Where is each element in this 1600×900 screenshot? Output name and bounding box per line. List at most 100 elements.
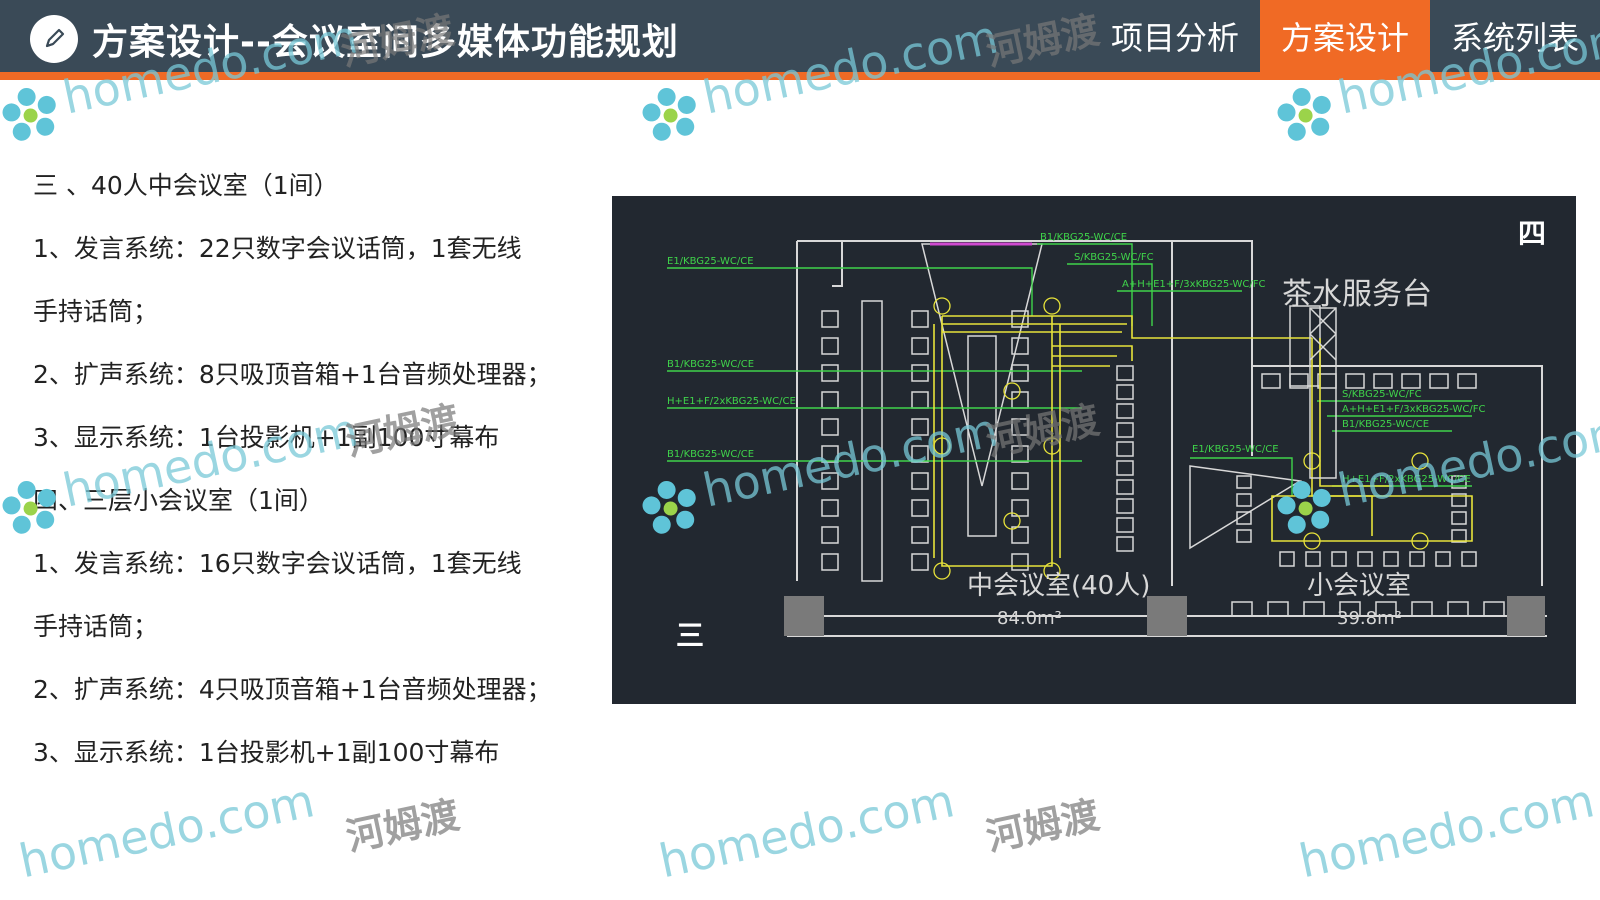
cable-label: B1/KBG25-WC/CE [1342,419,1429,430]
chair [1011,526,1029,544]
chair [1116,479,1134,495]
chair [1116,365,1134,381]
chair [1231,601,1253,617]
section-heading-mid-room: 三 、40人中会议室（1间） [33,171,339,200]
top-nav: 项目分析 方案设计 系统列表 [1090,0,1600,72]
ceiling-speaker [1043,437,1061,455]
mid-room-area: 84.0m² [997,608,1062,629]
spec-line: 2、扩声系统：4只吸顶音箱+1台音频处理器； [33,675,552,704]
chair [1236,475,1252,489]
floor-plan-drawing: 茶水服务台 中会议室(40人) 84.0m² 小会议室 39.8m² E1/KB… [612,196,1576,704]
chair [911,472,929,490]
small-room-label: 小会议室 [1307,571,1411,601]
watermark: 河姆渡 [981,784,1104,862]
homedo-flower-icon [1269,78,1343,155]
chair [1011,445,1029,463]
spec-line: 3、显示系统：1台投影机+1副100寸幕布 [33,423,500,452]
chair [821,472,839,490]
ceiling-speaker [1303,532,1321,550]
chair [1411,601,1433,617]
section-heading-small-room: 四、三层小会议室（1间） [33,486,324,515]
chair [821,526,839,544]
chair [1451,493,1467,507]
tea-service-label: 茶水服务台 [1282,277,1432,312]
cable-label: E1/KBG25-WC/CE [667,256,754,267]
chair [821,553,839,571]
mid-room-label: 中会议室(40人) [967,571,1150,601]
header-bar: 方案设计--会议室间多媒体功能规划 项目分析 方案设计 系统列表 [0,0,1600,72]
chair [1331,551,1347,567]
chair [1261,373,1281,389]
chair [1011,553,1029,571]
chair [1116,403,1134,419]
ceiling-speaker [1003,382,1021,400]
chair [1375,601,1397,617]
chair [1011,391,1029,409]
chair [1267,601,1289,617]
header-accent-stripe [0,72,1600,80]
chair [1011,472,1029,490]
chair [1116,498,1134,514]
watermark-brand: homedo.com [654,773,959,889]
ceiling-speaker [1043,297,1061,315]
chair [1461,551,1477,567]
chair [1451,511,1467,525]
chair [1451,529,1467,543]
drawing-marker-four: 四 [1517,217,1546,250]
ceiling-speaker [1411,532,1429,550]
chair [1357,551,1373,567]
chair [1116,517,1134,533]
ceiling-speaker [933,297,951,315]
chair [821,418,839,436]
homedo-flower-icon [0,78,68,155]
chair [1303,601,1325,617]
chair [1451,475,1467,489]
watermark: 河姆渡 [341,784,464,862]
cable-label: A+H+E1+F/3xKBG25-WC/FC [1342,404,1485,415]
watermark-cn: 河姆渡 [982,792,1104,860]
spec-line: 手持话筒； [33,297,159,326]
cable-label: H+E1+F/2xKBG25-WC/CE [1342,474,1471,485]
chair [1236,511,1252,525]
chair [1279,551,1295,567]
cable-label: B1/KBG25-WC/CE [667,359,754,370]
cable-label: H+E1+F/2xKBG25-WC/CE [667,396,796,407]
ceiling-speaker [1411,452,1429,470]
chair [821,499,839,517]
spec-line: 1、发言系统：16只数字会议话筒，1套无线 [33,549,522,578]
watermark: homedo.com [1294,773,1598,888]
chair [821,310,839,328]
chair [1483,601,1505,617]
chair [1116,536,1134,552]
cable-label: S/KBG25-WC/FC [1342,389,1422,400]
page-title: 方案设计--会议室间多媒体功能规划 [92,22,679,63]
chair [1457,373,1477,389]
chair [911,526,929,544]
chair [1011,499,1029,517]
ceiling-speaker [933,562,951,580]
cable-label: S/KBG25-WC/FC [1074,252,1154,263]
chair [911,553,929,571]
spec-line: 1、发言系统：22只数字会议话筒，1套无线 [33,234,522,263]
chair [911,445,929,463]
chair [1011,310,1029,328]
chair [1305,551,1321,567]
chair [1429,373,1449,389]
nav-project-analysis[interactable]: 项目分析 [1090,0,1260,72]
small-room-area: 39.8m² [1337,608,1402,629]
chair [911,310,929,328]
cable-label: B1/KBG25-WC/CE [667,449,754,460]
chair [1011,337,1029,355]
chair [1116,460,1134,476]
nav-solution-design[interactable]: 方案设计 [1260,0,1430,72]
chair [1116,441,1134,457]
chair [1116,384,1134,400]
ceiling-speaker [933,437,951,455]
cable-label: A+H+E1+F/3xKBG25-WC/FC [1122,279,1265,290]
chair [911,418,929,436]
chair [1011,364,1029,382]
chair [1409,551,1425,567]
nav-system-list[interactable]: 系统列表 [1430,0,1600,72]
cable-label: E1/KBG25-WC/CE [1192,444,1279,455]
ceiling-speaker [1303,452,1321,470]
